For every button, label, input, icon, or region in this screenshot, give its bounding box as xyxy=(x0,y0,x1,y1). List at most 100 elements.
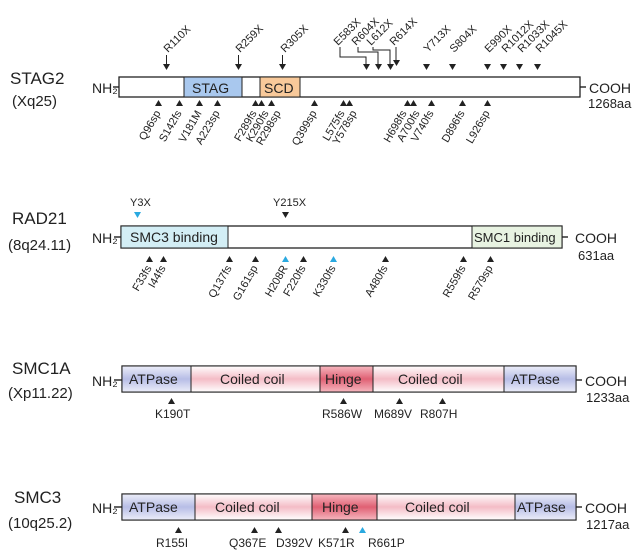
mutation-marker xyxy=(404,100,411,106)
mutation-marker xyxy=(342,527,349,533)
mutation-marker xyxy=(423,64,430,70)
mutation-marker xyxy=(484,100,491,106)
mutation-marker xyxy=(155,100,162,106)
mutation-label: Y215X xyxy=(273,197,307,209)
n-terminus-label: NH₂ xyxy=(92,80,118,96)
mutation-marker xyxy=(279,64,286,70)
mutation-marker xyxy=(460,256,467,262)
n-terminus-label: NH₂ xyxy=(92,500,118,516)
mutation-label: R559fs xyxy=(441,263,469,300)
protein-rad21: RAD21 (8q24.11) Y3X Y215X NH₂ SMC3 bindi… xyxy=(8,197,617,303)
mutation-marker xyxy=(160,256,167,262)
mutation-marker xyxy=(252,256,259,262)
gene-name: SMC1A xyxy=(12,359,71,378)
mutation-label: Y713X xyxy=(422,23,454,55)
mutation-label: A480fs xyxy=(363,263,391,299)
mutation-marker xyxy=(484,64,491,70)
mutation-label: R661P xyxy=(368,536,405,550)
mutation-marker xyxy=(340,398,347,404)
c-terminus-label: COOH xyxy=(589,80,631,96)
domain-atpase-c xyxy=(514,493,577,521)
mutation-label: M689V xyxy=(374,407,412,421)
mutation-marker xyxy=(258,100,265,106)
mutation-label: Y3X xyxy=(130,197,151,209)
mutation-marker xyxy=(176,100,183,106)
gene-locus: (Xq25) xyxy=(12,93,57,110)
mutation-marker xyxy=(428,100,435,106)
mutation-marker xyxy=(459,100,466,106)
protein-smc3: SMC3 (10q25.2) NH₂ ATPase Coiled coil Hi… xyxy=(8,488,630,550)
domain-atpase-c-label: ATPase xyxy=(517,499,566,515)
domain-atpase-c-label: ATPase xyxy=(511,371,560,387)
mutation-label: G161sp xyxy=(231,264,261,303)
mutation-label: S804X xyxy=(448,23,480,55)
domain-stag xyxy=(183,76,243,98)
mutation-marker xyxy=(363,64,370,70)
mutation-marker xyxy=(268,100,275,106)
length-label: 1233aa xyxy=(586,390,630,405)
mutation-marker xyxy=(196,100,203,106)
mutation-label: Q399sp xyxy=(290,109,320,148)
length-label: 631aa xyxy=(578,248,615,263)
mutation-marker xyxy=(311,100,318,106)
domain-coiled-coil-2-label: Coiled coil xyxy=(398,371,463,387)
domain-coiled-coil-1-label: Coiled coil xyxy=(215,499,280,515)
mutation-marker xyxy=(340,100,347,106)
mutation-marker xyxy=(410,100,417,106)
n-terminus-label: NH₂ xyxy=(92,373,118,389)
mutations-below: F33fs I44fs Q137fs G161sp H208R F220fs K… xyxy=(130,256,496,303)
mutation-label: L926sp xyxy=(464,109,492,146)
mutation-marker xyxy=(226,256,233,262)
gene-name: SMC3 xyxy=(14,488,61,507)
mutation-label: K190T xyxy=(155,407,191,421)
gene-locus: (Xp11.22) xyxy=(8,385,73,402)
mutation-marker xyxy=(282,256,289,262)
mutation-marker xyxy=(516,64,523,70)
gene-name: RAD21 xyxy=(12,209,67,228)
mutations-below: R155I Q367E D392V K571R R661P xyxy=(156,527,405,550)
mutation-marker xyxy=(375,64,382,70)
mutation-label: R614X xyxy=(388,15,421,48)
mutations-above: R110X R259X R305X E583X R604X L612X R614… xyxy=(162,15,571,70)
mutation-label: Q137fs xyxy=(206,263,234,300)
mutation-label: K330fs xyxy=(311,263,339,299)
mutation-label: R259X xyxy=(234,22,267,55)
gene-locus: (10q25.2) xyxy=(8,515,72,532)
mutation-marker xyxy=(396,398,403,404)
mutation-label: K571R xyxy=(318,536,355,550)
domain-hinge xyxy=(311,493,378,521)
mutation-label: R807H xyxy=(420,407,457,421)
domain-coiled-coil-2 xyxy=(376,493,516,521)
mutation-marker xyxy=(487,256,494,262)
mutations-below: K190T R586W M689V R807H xyxy=(155,398,457,421)
gene-locus: (8q24.11) xyxy=(8,237,71,254)
mutation-marker xyxy=(175,527,182,533)
mutations-below: Q96sp S142fs V181M A223sp F289fs K290fs … xyxy=(137,100,493,148)
domain-stag-label: STAG xyxy=(192,80,229,96)
domain-scd-label: SCD xyxy=(264,80,294,96)
mutation-marker xyxy=(252,100,259,106)
domain-coiled-coil-2-label: Coiled coil xyxy=(405,499,470,515)
domain-atpase-n-label: ATPase xyxy=(129,499,178,515)
mutations-above: Y3X Y215X xyxy=(130,197,307,218)
domain-smc1-binding-label: SMC1 binding xyxy=(474,230,556,245)
protein-stag2: STAG2 (Xq25) NH₂ STAG SCD COOH 1268aa R1… xyxy=(10,15,632,147)
domain-smc3-binding xyxy=(120,225,229,249)
domain-hinge-label: Hinge xyxy=(325,371,362,387)
mutation-label: D392V xyxy=(276,536,313,550)
mutation-marker xyxy=(382,256,389,262)
mutation-marker xyxy=(300,256,307,262)
gene-name: STAG2 xyxy=(10,69,64,88)
mutation-marker xyxy=(134,212,141,218)
mutation-label: R305X xyxy=(279,22,312,55)
mutation-label: R579sp xyxy=(466,264,495,303)
domain-smc3-binding-label: SMC3 binding xyxy=(130,229,218,245)
domain-hinge xyxy=(319,365,374,393)
mutation-marker xyxy=(387,64,394,70)
mutation-label: R110X xyxy=(162,23,194,55)
domain-coiled-coil-2 xyxy=(372,365,505,393)
mutation-marker xyxy=(275,527,282,533)
mutation-label: Q367E xyxy=(229,536,266,550)
